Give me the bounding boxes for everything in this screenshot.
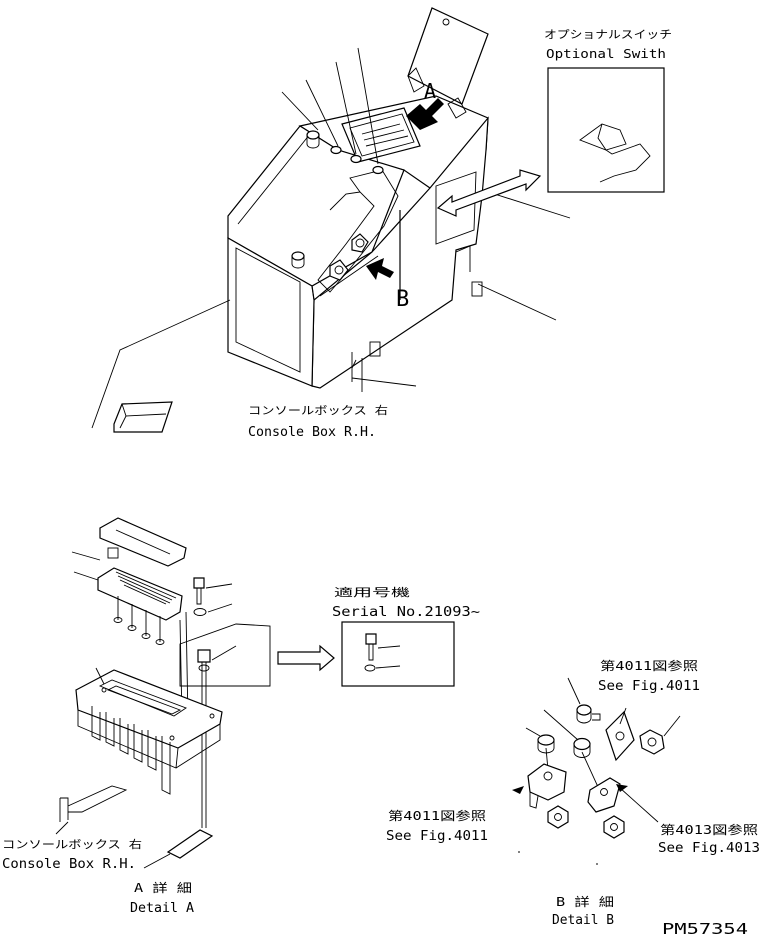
console-box-drawing — [113, 7, 489, 433]
console-box-bottom-label-en: Console Box R.H. — [2, 857, 136, 872]
optional-switch-callout — [547, 67, 665, 193]
ref-4011-left-label-jp: 第4011図参照 — [388, 808, 486, 823]
console-box-top-label-jp: コンソールボックス 右 — [248, 403, 388, 417]
detail-b-drawing — [512, 677, 681, 865]
console-box-top-label-en: Console Box R.H. — [248, 425, 376, 440]
serial-label-en: Serial No.21093~ — [332, 605, 480, 620]
ref-4011-top-label-en: See Fig.4011 — [598, 679, 700, 694]
ref-4011-left-label-en: See Fig.4011 — [386, 829, 488, 844]
callout-b-label: B — [396, 287, 409, 312]
callout-markers — [91, 47, 571, 429]
ref-4011-top-label-jp: 第4011図参照 — [600, 658, 698, 673]
detail-a-label-en: Detail A — [130, 901, 194, 916]
console-box-bottom-label-jp: コンソールボックス 右 — [2, 837, 142, 851]
optional-switch-label-jp: オプショナルスイッチ — [544, 28, 672, 41]
serial-label-jp: 適用号機 — [334, 585, 410, 599]
detail-a-drawing — [55, 517, 455, 869]
ref-4013-label-en: See Fig.4013 — [658, 841, 760, 856]
detail-a-label-jp: A 詳 細 — [134, 880, 192, 895]
drawing-number: PM57354 — [662, 920, 748, 937]
ref-4013-label-jp: 第4013図参照 — [660, 822, 758, 837]
detail-b-label-en: Detail B — [552, 913, 614, 928]
optional-switch-label-en: Optional Swith — [546, 47, 666, 61]
detail-b-label-jp: B 詳 細 — [556, 894, 614, 909]
callout-a-label: A — [424, 79, 436, 103]
